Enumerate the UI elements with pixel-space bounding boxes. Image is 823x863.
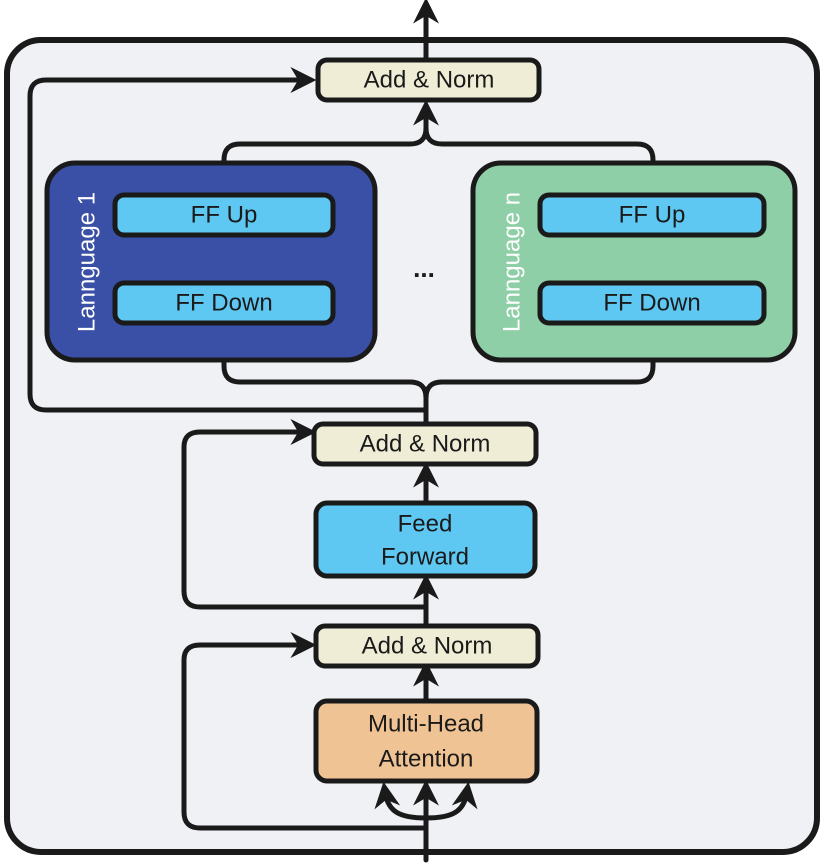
input-wire-value [423,781,478,821]
split-to-langn [423,322,666,401]
feed-forward-label-line2: Forward [381,543,469,570]
split-to-lang1 [211,322,429,401]
attention-label-line1: Multi-Head [368,710,484,737]
langn-ff-up-label: FF Up [619,201,686,228]
langn-ff-down-box [537,280,767,326]
add-norm-3-box [315,57,542,103]
residual-wire-1 [181,632,429,831]
add-norm-2-box [311,421,539,467]
add-norm-3-label: Add & Norm [364,66,495,93]
add-norm-1-label: Add & Norm [362,632,493,659]
lang1-ff-down-label: FF Down [175,289,272,316]
language-1-label: Lannguage 1 [73,192,100,332]
language-n-label: Lannguage n [498,192,525,332]
langn-ff-down-label: FF Down [603,289,700,316]
attention-label-line2: Attention [379,745,474,772]
input-wire-key [374,781,429,821]
lang1-ff-down-box [112,280,336,326]
lang1-ff-up-label: FF Up [191,201,258,228]
multi-head-attention-box [313,698,540,784]
lang1-ff-up-box [112,192,336,238]
feed-forward-label-line1: Feed [398,510,453,537]
feed-forward-box [313,500,538,579]
langn-ff-up-box [537,192,767,238]
add-norm-2-label: Add & Norm [360,430,491,457]
add-norm-1-box [313,623,541,669]
ellipsis: ... [413,253,435,283]
residual-wire-3 [27,67,429,413]
residual-wire-2 [181,419,429,610]
